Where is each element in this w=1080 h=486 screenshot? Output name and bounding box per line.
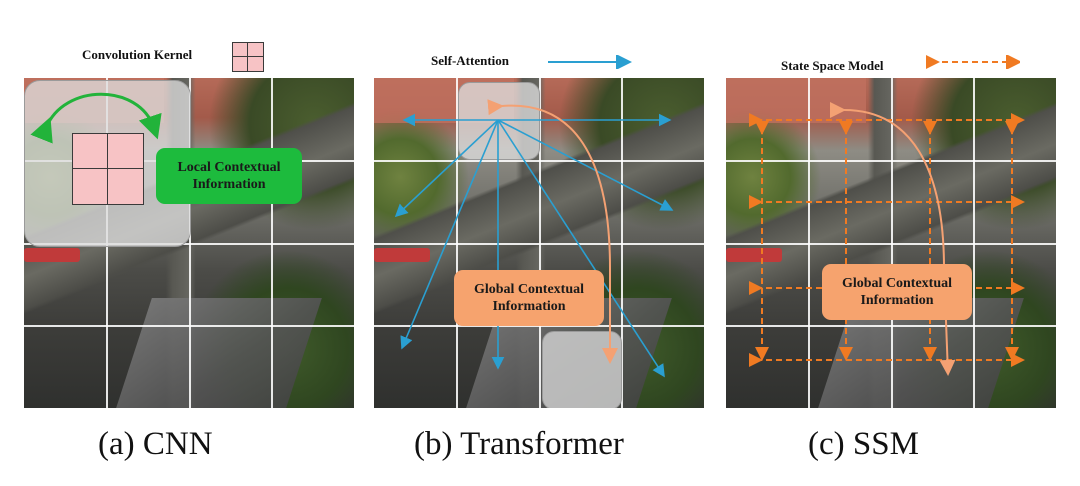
global-context-label-line2: Information — [860, 293, 934, 308]
grid-line — [973, 78, 975, 408]
global-context-label-line1: Global Contextual — [841, 276, 953, 291]
caption-transformer: (b) Transformer — [414, 426, 624, 462]
global-context-arrow — [487, 99, 618, 364]
local-context-arrow — [30, 92, 162, 144]
attention-arrow — [400, 119, 499, 350]
self-attention-arrow-icon — [548, 55, 632, 69]
self-attention-arrow-layer — [394, 99, 674, 378]
cnn-arrow-layer — [30, 92, 162, 144]
attention-arrow — [497, 119, 674, 211]
red-vehicle — [24, 248, 80, 262]
caption-ssm: (c) SSM — [808, 426, 919, 462]
local-context-label-line1: Local Contextual — [177, 160, 281, 175]
caption-cnn: (a) CNN — [98, 426, 213, 462]
attention-arrow — [394, 119, 499, 218]
global-context-label: Global Contextual Information — [454, 270, 604, 326]
global-context-label: Global Contextual Information — [822, 264, 972, 320]
red-vehicle — [374, 248, 430, 262]
cnn-aerial-panel: Local Contextual Information — [24, 78, 354, 408]
ssm-aerial-panel: Global Contextual Information — [726, 78, 1056, 408]
grid-line — [189, 78, 191, 408]
local-context-label-line2: Information — [192, 177, 266, 192]
self-attention-legend-label: Self-Attention — [431, 53, 509, 68]
kernel-grid — [72, 133, 144, 205]
local-context-label: Local Contextual Information — [156, 148, 302, 204]
ssm-arrow-layer — [749, 101, 1025, 376]
state-space-model-arrow-icon — [926, 55, 1020, 69]
grid-line — [808, 78, 810, 408]
global-context-arrow — [829, 101, 956, 376]
state-space-model-legend-label: State Space Model — [781, 58, 884, 73]
transformer-aerial-panel: Global Contextual Information — [374, 78, 704, 408]
grid-line — [271, 78, 273, 408]
global-context-label-line2: Information — [492, 299, 566, 314]
convolution-kernel-legend-label: Convolution Kernel — [82, 47, 193, 62]
convolution-kernel-icon — [232, 42, 264, 72]
grid-line — [621, 78, 623, 408]
grid-line — [456, 78, 458, 408]
global-context-label-line1: Global Contextual — [473, 282, 585, 297]
attention-arrow — [497, 119, 665, 378]
